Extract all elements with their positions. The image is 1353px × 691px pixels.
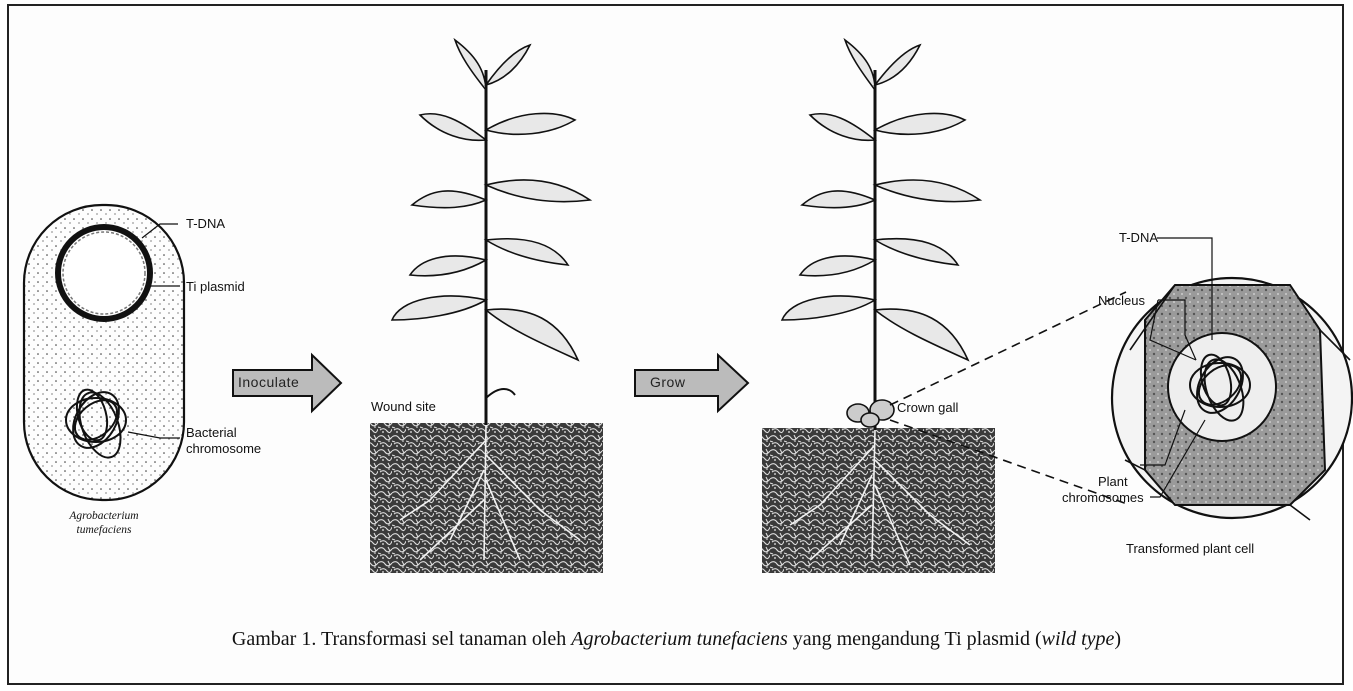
- inoculate-label: Inoculate: [238, 374, 299, 390]
- plant-label: Plant: [1098, 474, 1128, 489]
- organism-label-line2: tumefaciens: [34, 523, 174, 537]
- cell-tdna-label: T-DNA: [1119, 230, 1158, 245]
- grow-label: Grow: [650, 374, 685, 390]
- transformed-cell-illustration: [1112, 238, 1352, 520]
- plant-2-illustration: [762, 40, 995, 573]
- caption-type: wild type: [1042, 628, 1115, 650]
- crown-gall-label: Crown gall: [897, 400, 958, 415]
- caption-middle: yang mengandung Ti plasmid (: [788, 628, 1042, 650]
- chromosomes-label: chromosomes: [1062, 490, 1144, 505]
- bacterium-cell: [24, 205, 184, 500]
- caption-species: Agrobacterium tunefaciens: [571, 628, 787, 650]
- plant-1-illustration: [370, 40, 603, 573]
- organism-label-line1: Agrobacterium: [34, 509, 174, 523]
- tdna-label: T-DNA: [186, 216, 225, 231]
- ti-plasmid-label: Ti plasmid: [186, 279, 245, 294]
- transformed-plant-cell-label: Transformed plant cell: [1126, 541, 1254, 556]
- caption-suffix: ): [1114, 628, 1121, 650]
- nucleus-label: Nucleus: [1098, 293, 1145, 308]
- wound-site-label: Wound site: [371, 399, 436, 414]
- figure-caption: Gambar 1. Transformasi sel tanaman oleh …: [0, 628, 1353, 651]
- bacterial-chromosome-label-line1: Bacterial: [186, 425, 237, 440]
- caption-prefix: Gambar 1. Transformasi sel tanaman oleh: [232, 628, 571, 650]
- bacterial-chromosome-label-line2: chromosome: [186, 441, 261, 456]
